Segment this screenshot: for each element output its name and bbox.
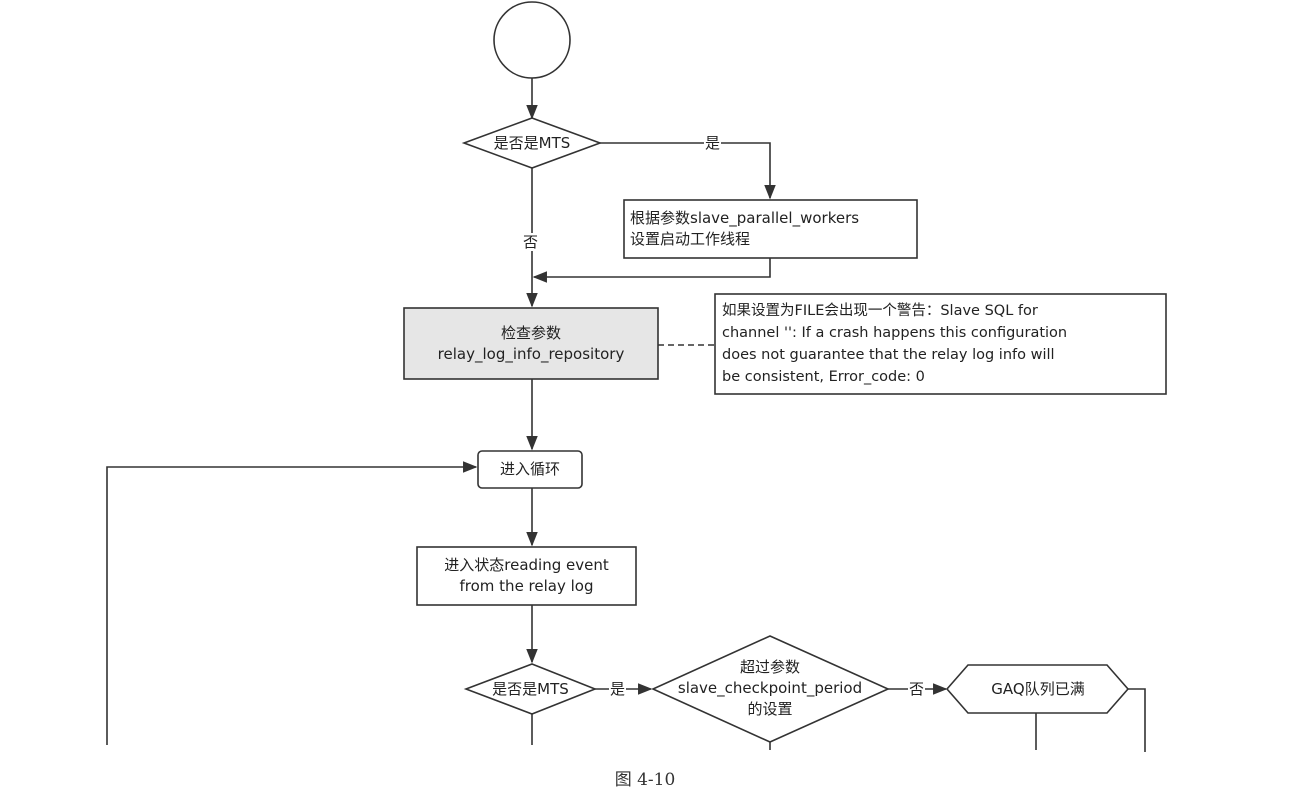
- edge-label-checkpoint-no: 否: [908, 680, 926, 698]
- check-repo-box: [403, 307, 659, 380]
- edge-loop-back: [106, 461, 478, 745]
- gaq-decision: [945, 664, 1130, 714]
- checkpoint-label: 超过参数 slave_checkpoint_period 的设置: [677, 657, 863, 718]
- check-repo-label: 检查参数 relay_log_info_repository: [437, 324, 625, 363]
- gaq-label: GAQ队列已满: [991, 679, 1085, 698]
- edge-label-mts1-no: 否: [522, 233, 540, 251]
- edge-gaq-right: [1128, 688, 1146, 752]
- set-workers-label: 根据参数slave_parallel_workers 设置启动工作线程: [630, 209, 860, 248]
- edge-label-mts2-yes: 是: [609, 680, 627, 698]
- edge-mts1-yes: [600, 142, 776, 200]
- reading-event-label: 进入状态reading event from the relay log: [444, 556, 609, 595]
- start-label: [494, 20, 570, 60]
- reading-event-box: [416, 546, 637, 606]
- mts-decision-1-label: 是否是MTS: [493, 133, 571, 152]
- edge-workers-return: [532, 258, 771, 283]
- note-box: [714, 293, 1167, 395]
- note-label: 如果设置为FILE会出现一个警告：Slave SQL for channel '…: [722, 303, 1068, 385]
- set-workers-box: [623, 199, 918, 259]
- mts-decision-2-label: 是否是MTS: [492, 679, 569, 698]
- edge-label-mts1-yes: 是: [704, 134, 722, 152]
- enter-loop-box: [477, 450, 583, 489]
- figure-caption: 图 4-10: [614, 770, 676, 790]
- enter-loop-label: 进入循环: [499, 460, 560, 478]
